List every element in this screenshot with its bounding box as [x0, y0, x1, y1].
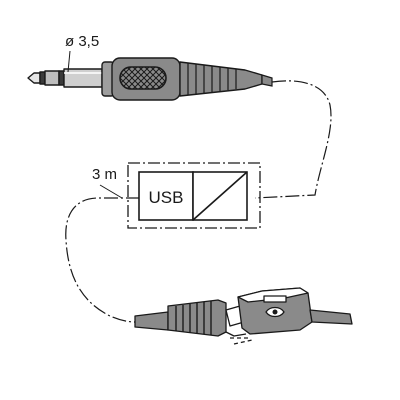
diameter-leader — [67, 50, 71, 73]
jack-grip-knurl — [119, 66, 167, 90]
jack-sleeve-insulator — [58, 70, 65, 86]
jack-sleeve — [63, 68, 103, 88]
diameter-label: ø 3,5 — [65, 33, 99, 50]
cable-route — [65, 80, 332, 323]
cable-stub-jack — [261, 74, 273, 87]
housing-top — [237, 287, 309, 303]
jack-ring — [44, 70, 60, 86]
coupling-slot — [225, 331, 247, 337]
jack-ring-insulator — [39, 71, 46, 85]
length-label: 3 m — [92, 166, 117, 183]
cable-stub-plug — [134, 311, 169, 331]
sensor-connector — [134, 287, 353, 345]
converter-outline — [127, 162, 261, 229]
housing-tab — [263, 295, 287, 303]
cable-stub-housing — [309, 309, 353, 325]
length-leader — [99, 184, 123, 199]
usb-label: USB — [149, 188, 184, 207]
converter-diagonal — [192, 171, 248, 221]
jack-strain-relief — [179, 61, 263, 97]
usb-converter: USB — [127, 162, 261, 229]
jack-plug — [27, 57, 263, 101]
jack-tip — [27, 72, 41, 84]
